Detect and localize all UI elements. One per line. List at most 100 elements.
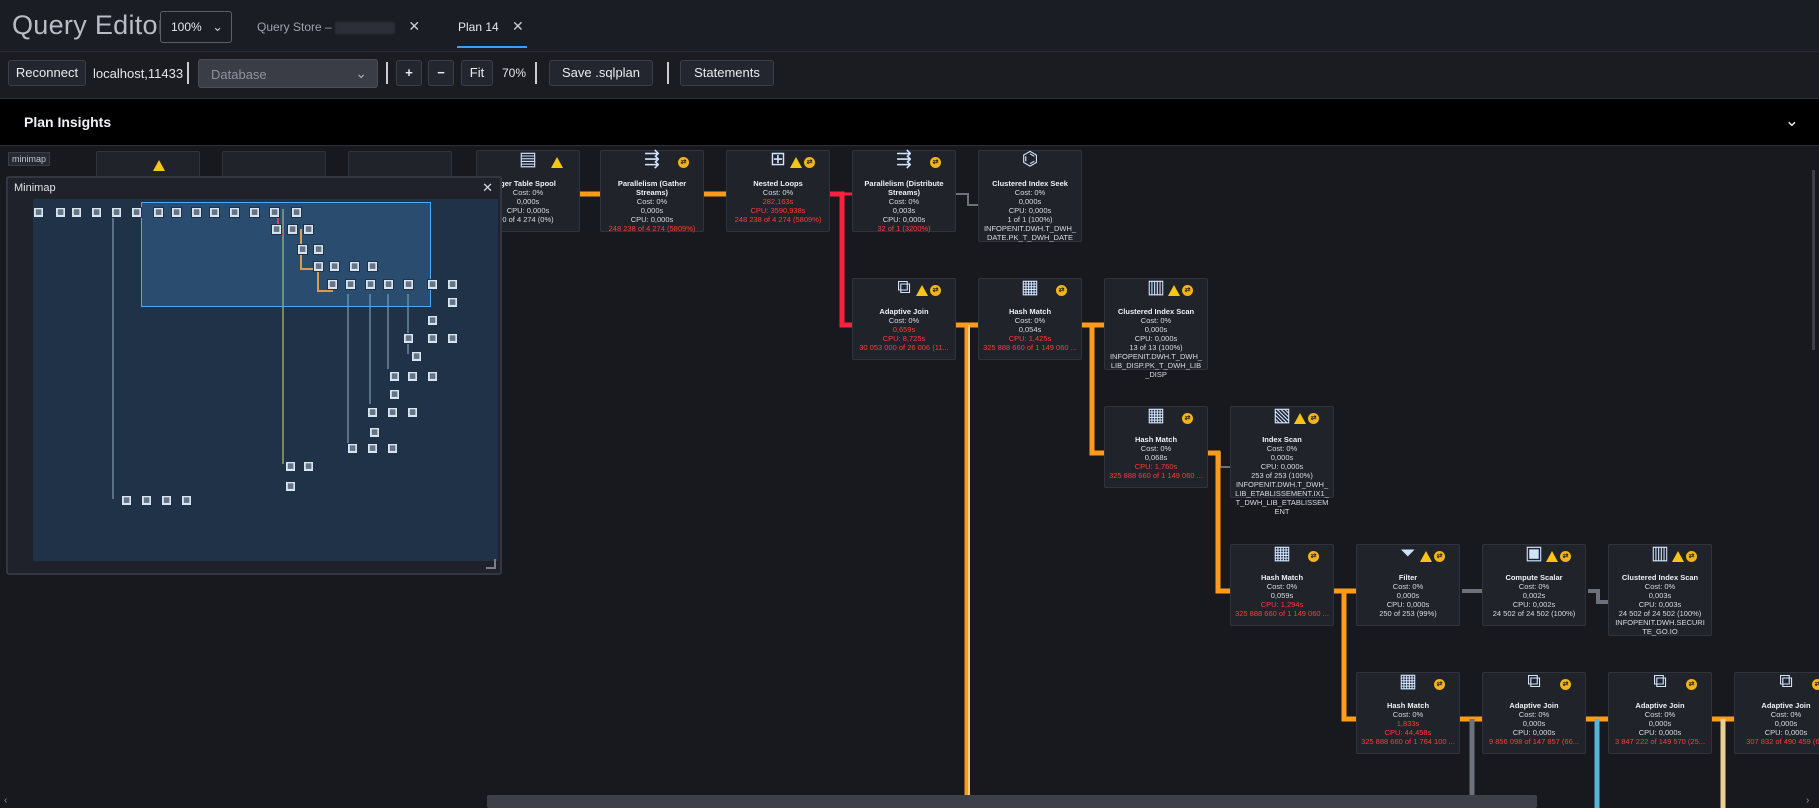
node-badges: ⇄ (1546, 551, 1571, 562)
tab-label: Query Store – (257, 20, 332, 34)
node-time: 1,833s (1396, 719, 1420, 728)
node-cpu: CPU: 0,000s (1638, 728, 1682, 737)
minimap-node: ▦ (411, 351, 422, 362)
minimap-node: ▦ (285, 461, 296, 472)
node-cost: Cost: 0% (1518, 582, 1550, 591)
app-title: Query Editor (12, 10, 168, 40)
divider (667, 62, 669, 84)
parallel-icon: ⇄ (1434, 679, 1445, 690)
scroll-right-icon[interactable]: › (1806, 795, 1810, 806)
zoom-percent: 70% (502, 66, 527, 80)
horizontal-scrollbar[interactable] (487, 795, 1537, 808)
minimap-node: ▦ (131, 207, 142, 218)
node-rows: 248 238 of 4 274 (5809%) (608, 224, 696, 233)
node-time: 0,002s (1522, 591, 1546, 600)
parallel-icon: ⇄ (1686, 551, 1697, 562)
node-name: Hash Match (1134, 435, 1178, 444)
node-cost: Cost: 0% (1644, 710, 1676, 719)
node-badges: ⇄ (1420, 551, 1445, 562)
minimap-node: ▦ (33, 207, 44, 218)
plan-node-distribute[interactable]: ⇶⇄Parallelism (Distribute Streams)Cost: … (852, 150, 956, 233)
node-time: 0,000s (1018, 197, 1042, 206)
close-icon[interactable]: ✕ (482, 180, 493, 195)
node-badges: ⇄ (1294, 413, 1319, 424)
minimap-node: ▦ (271, 224, 282, 235)
clustered-index-scan-icon: ▥ (1147, 277, 1165, 298)
node-cost: Cost: 0% (888, 316, 920, 325)
node-time: 0,059s (1270, 591, 1294, 600)
node-name: Nested Loops (753, 179, 803, 188)
node-name: Parallelism (Gather Streams) (617, 179, 687, 197)
node-time: 0,054s (1018, 325, 1042, 334)
minimap-node: ▦ (209, 207, 220, 218)
warning-icon (1546, 551, 1558, 562)
fit-button[interactable]: Fit (461, 60, 493, 86)
parallel-icon: ⇄ (1182, 413, 1193, 424)
node-cost: Cost: 0% (1014, 316, 1046, 325)
node-time: 0,000s (1396, 591, 1420, 600)
minimap-node: ▦ (297, 244, 308, 255)
plan-insights-label: Plan Insights (24, 114, 112, 130)
minimap-viewport[interactable] (141, 202, 431, 307)
minimap-title: Minimap (14, 182, 56, 194)
node-cost: Cost: 0% (1014, 188, 1046, 197)
minimap-canvas[interactable]: ▦▦▦▦▦▦▦▦▦▦▦▦▦▦▦▦▦▦▦▦▦▦▦▦▦▦▦▦▦▦▦▦▦▦▦▦▦▦▦▦… (33, 199, 498, 561)
statements-button[interactable]: Statements (680, 60, 774, 86)
scroll-left-icon[interactable]: ‹ (4, 795, 8, 806)
parallelism-icon: ⇶ (644, 149, 660, 170)
node-time: 0,000s (1648, 719, 1672, 728)
zoom-in-button[interactable]: + (396, 60, 422, 86)
close-icon[interactable]: ✕ (408, 18, 421, 34)
reconnect-button[interactable]: Reconnect (8, 60, 86, 86)
parallel-icon: ⇄ (804, 157, 815, 168)
chevron-down-icon: ⌄ (355, 65, 367, 81)
node-cpu: CPU: 0,000s (1512, 728, 1556, 737)
close-icon[interactable]: ✕ (512, 18, 524, 34)
zoom-out-button[interactable]: − (428, 60, 454, 86)
zoom-select[interactable]: 100% ⌄ (160, 11, 232, 43)
parallel-icon: ⇄ (1560, 551, 1571, 562)
minimap-node: ▦ (303, 224, 314, 235)
parallel-icon: ⇄ (1434, 551, 1445, 562)
toolbar: Reconnect localhost,11433 Database ⌄ + −… (0, 52, 1819, 98)
minimap-panel[interactable]: Minimap ✕ ▦▦▦▦▦▦▦▦▦▦▦▦▦▦▦▦▦▦▦▦▦▦▦▦▦▦▦▦▦▦… (6, 176, 502, 575)
plan-node-gather[interactable]: ⇶⇄Parallelism (Gather Streams)Cost: 0%0,… (600, 149, 704, 233)
hash-match-icon: ▦ (1273, 543, 1291, 564)
node-cost: Cost: 0% (1140, 444, 1172, 453)
chevron-down-icon[interactable]: ⌄ (1784, 111, 1799, 130)
plan-insights-panel[interactable]: Plan Insights ⌄ (0, 98, 1819, 146)
minimap-node: ▦ (407, 407, 418, 418)
node-cost: Cost: 0% (1266, 582, 1298, 591)
parallel-icon: ⇄ (678, 157, 689, 168)
node-badges (551, 157, 565, 168)
vertical-scrollbar[interactable] (1812, 170, 1815, 350)
minimap-node: ▦ (249, 207, 260, 218)
database-select[interactable]: Database ⌄ (198, 59, 378, 88)
minimap-node: ▦ (287, 224, 298, 235)
hash-match-icon: ▦ (1147, 405, 1165, 426)
node-name: Hash Match (1008, 307, 1052, 316)
title-bar: Query Editor 100% ⌄ Query Store – ✕ Plan… (0, 0, 1819, 52)
minimap-node: ▦ (91, 207, 102, 218)
adaptive-join-icon: ⧉ (1779, 671, 1793, 692)
node-rows: 253 of 253 (100%) (1251, 471, 1313, 480)
save-sqlplan-button[interactable]: Save .sqlplan (549, 60, 653, 86)
tab-query-store[interactable]: Query Store – ✕ (257, 18, 420, 35)
resize-handle-icon[interactable] (486, 559, 496, 569)
tab-plan-14[interactable]: Plan 14 ✕ (458, 18, 524, 35)
